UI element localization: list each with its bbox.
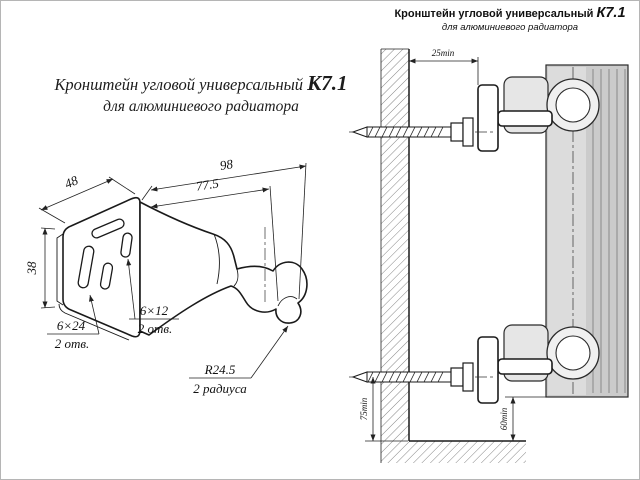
- right-title-main: Кронштейн угловой универсальный: [394, 8, 594, 20]
- svg-text:48: 48: [62, 172, 80, 191]
- slot-6x24-b: [77, 245, 95, 289]
- hook-inner-arc: [277, 296, 298, 307]
- bracket-isometric-view: 48 98 77.5 38: [24, 156, 308, 396]
- dim-25min: 25min: [409, 48, 479, 85]
- svg-text:2 отв.: 2 отв.: [55, 336, 90, 351]
- svg-text:60min: 60min: [499, 407, 509, 430]
- dim-98: 98: [141, 156, 307, 300]
- svg-text:2 отв.: 2 отв.: [138, 321, 173, 336]
- dim-38: 38: [24, 227, 56, 309]
- arm-fold-line-2: [233, 268, 239, 287]
- right-title-sub: для алюминиевого радиатора: [441, 22, 579, 33]
- screw-top: [349, 117, 493, 147]
- installation-view: 25min 75min 60min: [349, 48, 629, 463]
- dim-75min: 75min: [359, 377, 408, 442]
- wall-hatch: [381, 49, 409, 463]
- right-title-code: К7.1: [596, 5, 626, 21]
- callout-6x12: 6×12 2 отв.: [126, 258, 179, 336]
- wall: [380, 48, 410, 463]
- arm-fold-line: [213, 233, 220, 285]
- left-title-main: Кронштейн угловой универсальный: [54, 75, 304, 94]
- svg-text:R24.5: R24.5: [204, 362, 236, 377]
- bracket-plate: [62, 196, 141, 338]
- dim-77-5: 77.5: [150, 175, 279, 302]
- slot-6x12-b: [120, 232, 133, 258]
- callout-r24-5: R24.5 2 радиуса: [189, 325, 289, 396]
- radiator-port-bottom: [546, 326, 600, 380]
- svg-text:25min: 25min: [432, 48, 455, 58]
- floor-hatch: [409, 441, 526, 463]
- bracket-plate-bottom-profile: [477, 336, 499, 404]
- svg-text:98: 98: [219, 156, 235, 173]
- svg-text:6×12: 6×12: [140, 303, 169, 318]
- bracket-arm-top-profile: [497, 110, 553, 127]
- bracket-plate-thickness: [56, 233, 64, 306]
- svg-text:38: 38: [24, 261, 39, 276]
- left-title-code: К7.1: [307, 71, 348, 95]
- slot-6x12-a: [99, 262, 114, 290]
- dim-60min: 60min: [499, 396, 547, 441]
- dim-48: 48: [38, 172, 136, 224]
- svg-text:2 радиуса: 2 радиуса: [193, 381, 247, 396]
- slot-6x24-a: [91, 218, 125, 239]
- bracket-arm-bottom-profile: [497, 358, 553, 375]
- screw-bottom: [349, 362, 493, 392]
- svg-text:75min: 75min: [359, 397, 369, 420]
- floor: [409, 440, 526, 463]
- bracket-plate-bottom-edge: [58, 303, 130, 341]
- left-title-sub: для алюминиевого радиатора: [103, 98, 299, 115]
- svg-text:6×24: 6×24: [57, 318, 86, 333]
- radiator-port-top: [546, 78, 600, 132]
- bracket-plate-top-profile: [477, 84, 499, 152]
- svg-text:77.5: 77.5: [195, 175, 220, 193]
- callout-6x24: 6×24 2 отв.: [47, 294, 100, 351]
